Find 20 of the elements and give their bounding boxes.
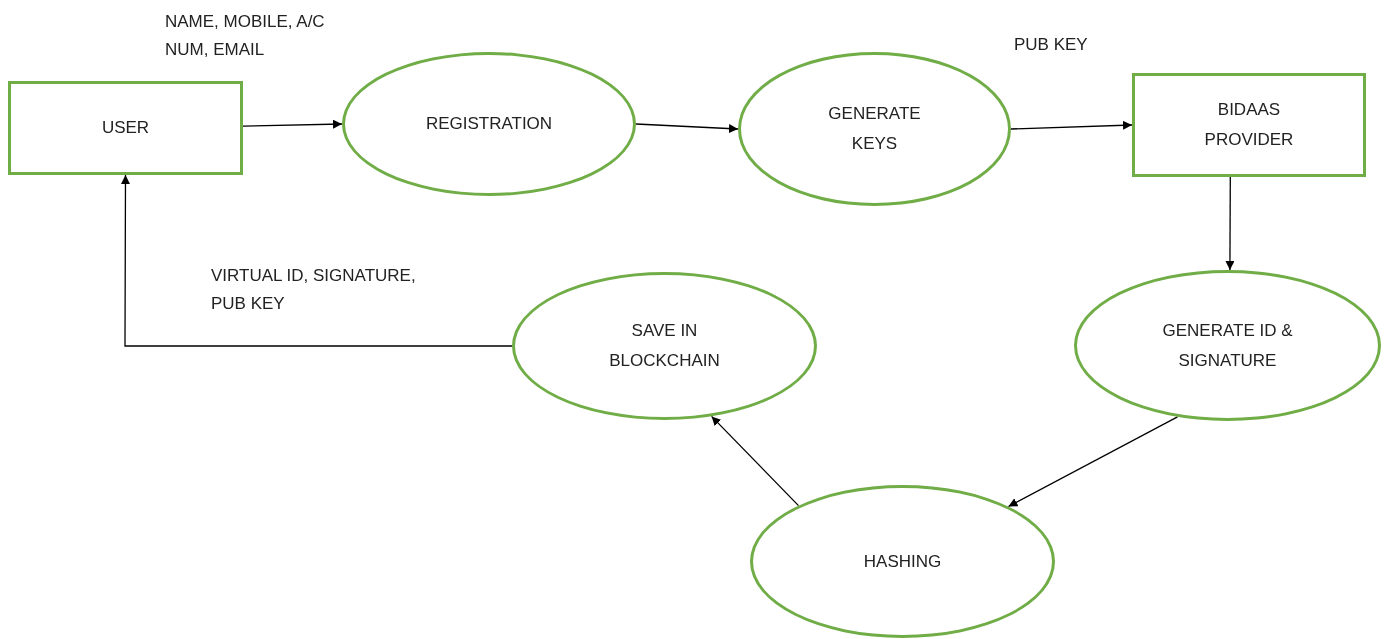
node-label: REGISTRATION	[425, 113, 553, 135]
node-label: SAVE IN BLOCKCHAIN	[608, 320, 721, 372]
node-label: HASHING	[863, 550, 942, 573]
entity-box	[8, 81, 243, 175]
node-label: GENERATE KEYS	[827, 103, 922, 155]
arrow	[120, 174, 513, 347]
node-label: USER	[101, 117, 150, 139]
arrow	[1007, 416, 1179, 508]
process-ellipse	[738, 52, 1011, 206]
process-ellipse	[512, 272, 817, 420]
arrow	[635, 123, 739, 134]
arrow	[1225, 176, 1235, 271]
arrow	[242, 119, 343, 129]
node-label: GENERATE ID & SIGNATURE	[1161, 319, 1294, 372]
node-label: BIDAAS PROVIDER	[1203, 99, 1295, 151]
arrow	[710, 415, 800, 507]
process-ellipse	[1074, 270, 1381, 421]
process-ellipse	[750, 485, 1055, 638]
entity-box	[1132, 73, 1366, 177]
arrow	[1010, 120, 1133, 130]
